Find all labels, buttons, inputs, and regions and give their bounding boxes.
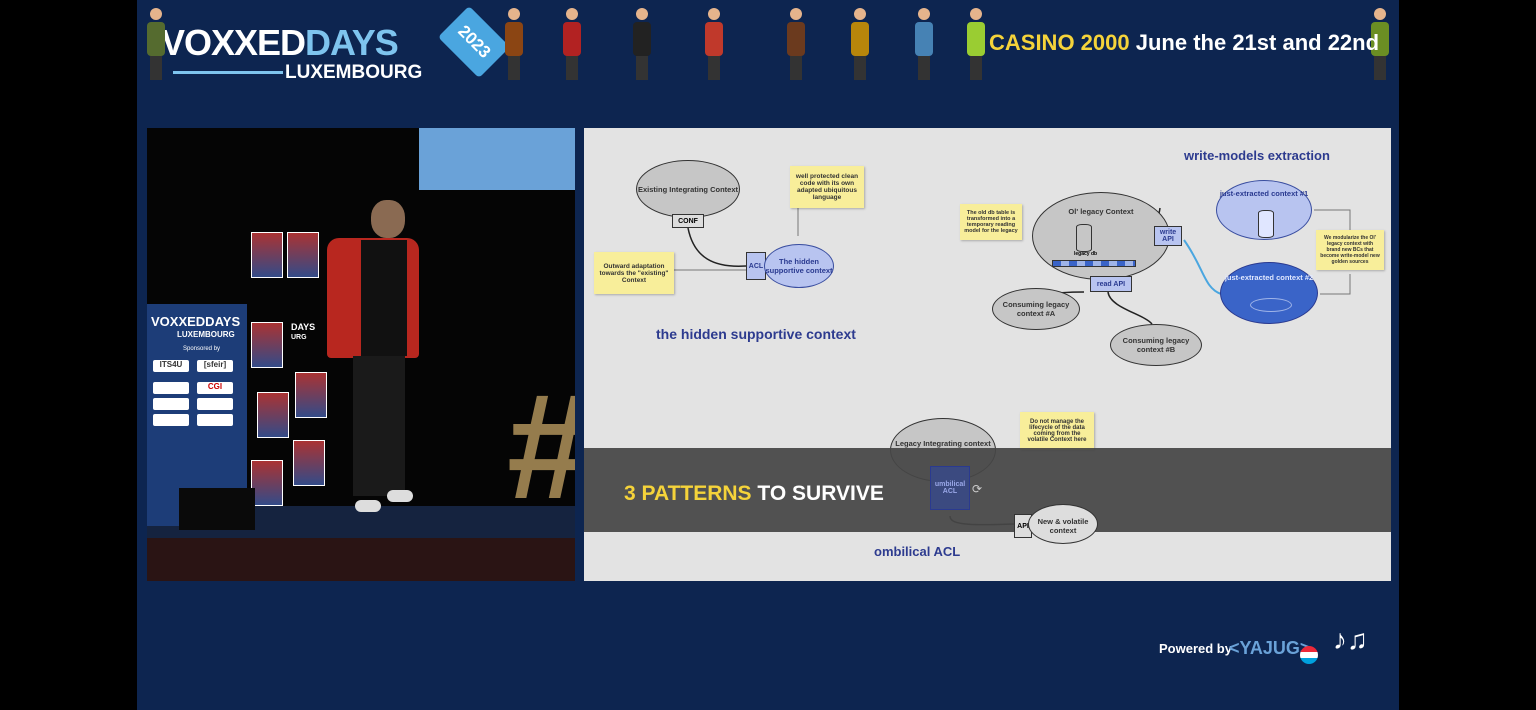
poster [293,440,325,486]
refresh-icon: ⟳ [972,482,983,496]
api-box: API [1014,514,1032,538]
extracted-db-icon-1 [1258,210,1274,238]
music-notes-icon: ♪♫ [1333,624,1368,655]
year-badge: 2023 [437,5,511,79]
character-figure-10-icon [1369,8,1391,84]
shoe [355,500,381,512]
character-figure-8-icon [913,8,935,84]
hidden-supportive-context: The hidden supportive context [764,244,834,288]
existing-integrating-context: Existing Integrating Context [636,160,740,218]
stage-screen [419,128,575,190]
character-figure-1-icon [145,8,167,84]
poster [257,392,289,438]
extracted-db-icon-2 [1250,298,1292,312]
booth-partial-title: DAYS [291,322,316,332]
note-old-table: The old db table is transformed into a t… [960,204,1022,240]
consuming-legacy-context-a: Consuming legacy context #A [992,288,1080,330]
legacy-db-icon [1076,224,1092,252]
overlay-caption: 3 PATTERNS TO SURVIVE [624,482,884,505]
write-models-title: write-models extraction [1184,148,1330,163]
event-info: CASINO 2000 June the 21st and 22nd [989,30,1380,55]
logo-city: LUXEMBOURG [285,62,423,83]
character-figure-3-icon [561,8,583,84]
speaker-vest [361,240,407,356]
speaker-pants [353,356,405,496]
note-outward-adaptation: Outward adaptation towards the "existing… [594,252,674,294]
stage-monitor [179,488,255,530]
character-figure-9-icon [965,8,987,84]
legacy-db-label: legacy db [1074,251,1098,257]
volatile-context: New & volatile context [1028,504,1098,544]
powered-by-label: Powered by [1159,641,1232,656]
voxxed-logo: VOXXEDDAYS [161,22,399,63]
character-figure-5-icon [703,8,725,84]
extracted-context-2: just-extracted context #2 [1220,262,1318,324]
read-api-box: read API [1090,276,1132,292]
logo-underline [173,71,283,74]
character-figure-2-icon [503,8,525,84]
poster [251,322,283,368]
conf-box: CONF [672,214,704,228]
speaker-video: VOXXEDDAYS LUXEMBOURG Sponsored by ITS4U… [147,128,575,581]
character-figure-6-icon [785,8,807,84]
shoe [387,490,413,502]
poster [251,460,283,506]
umbilical-acl-box: umbilical ACL [930,466,970,510]
hashtag-sign: # [507,360,575,533]
note-lifecycle: Do not manage the lifecycle of the data … [1020,412,1094,450]
character-figure-7-icon [849,8,871,84]
booth-partial-subtitle: URG [291,334,307,341]
yajug-logo: <YAJUG> [1229,638,1311,658]
write-api-box: write API [1154,226,1182,246]
video-frame: VOXXEDDAYS LUXEMBOURG 2023 CASINO 2000 J… [137,0,1399,710]
luxembourg-flag-icon [1300,646,1318,664]
poster [295,372,327,418]
note-clean-code: well protected clean code with its own a… [790,166,864,208]
presentation-slide: Existing Integrating Context CONF ACL Th… [584,128,1391,581]
title-overlay-banner: umbilical ACL ⟳ 3 PATTERNS TO SURVIVE [584,448,1391,532]
note-modularize: We modularize the Ol' legacy context wit… [1316,230,1384,270]
hidden-context-title: the hidden supportive context [656,326,856,342]
stage-front [147,538,575,581]
acl-box: ACL [746,252,766,280]
poster [287,232,319,278]
consuming-legacy-context-b: Consuming legacy context #B [1110,324,1202,366]
character-figure-4-icon [631,8,653,84]
speaker-head [371,200,405,238]
ombilical-acl-title: ombilical ACL [874,544,961,559]
legacy-table-bar [1052,260,1136,267]
poster [251,232,283,278]
